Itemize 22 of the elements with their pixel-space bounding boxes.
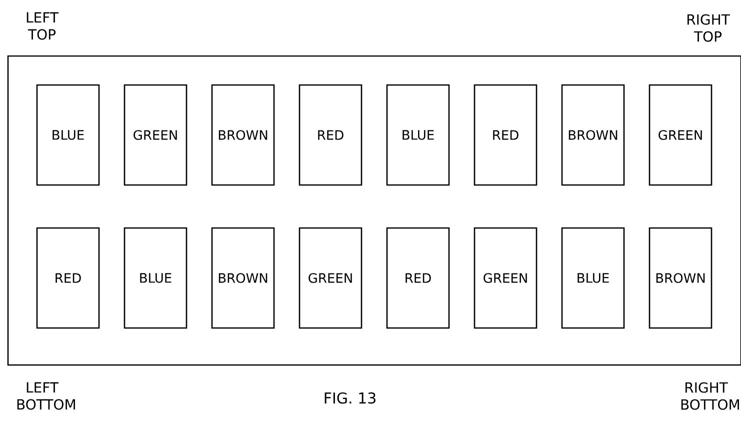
corner-label: LEFT BOTTOM — [17, 382, 75, 410]
color-box: BROWN — [211, 227, 275, 329]
color-box: BROWN — [648, 227, 712, 329]
color-box: BROWN — [561, 84, 625, 186]
corner-label: LEFT TOP — [26, 12, 59, 40]
color-box: GREEN — [298, 227, 362, 329]
corner-label: RIGHT TOP — [688, 14, 730, 42]
color-box: BLUE — [124, 227, 188, 329]
color-box: GREEN — [124, 84, 188, 186]
color-box: BROWN — [211, 84, 275, 186]
color-box: BLUE — [386, 84, 450, 186]
color-box: BLUE — [561, 227, 625, 329]
color-box: RED — [474, 84, 538, 186]
color-box: RED — [386, 227, 450, 329]
color-box: GREEN — [648, 84, 712, 186]
color-box: GREEN — [474, 227, 538, 329]
color-box: RED — [298, 84, 362, 186]
corner-label: RIGHT BOTTOM — [681, 382, 739, 410]
color-box: BLUE — [36, 84, 100, 186]
panel — [7, 55, 741, 366]
color-box: RED — [36, 227, 100, 329]
figure-caption: FIG. 13 — [324, 392, 376, 404]
